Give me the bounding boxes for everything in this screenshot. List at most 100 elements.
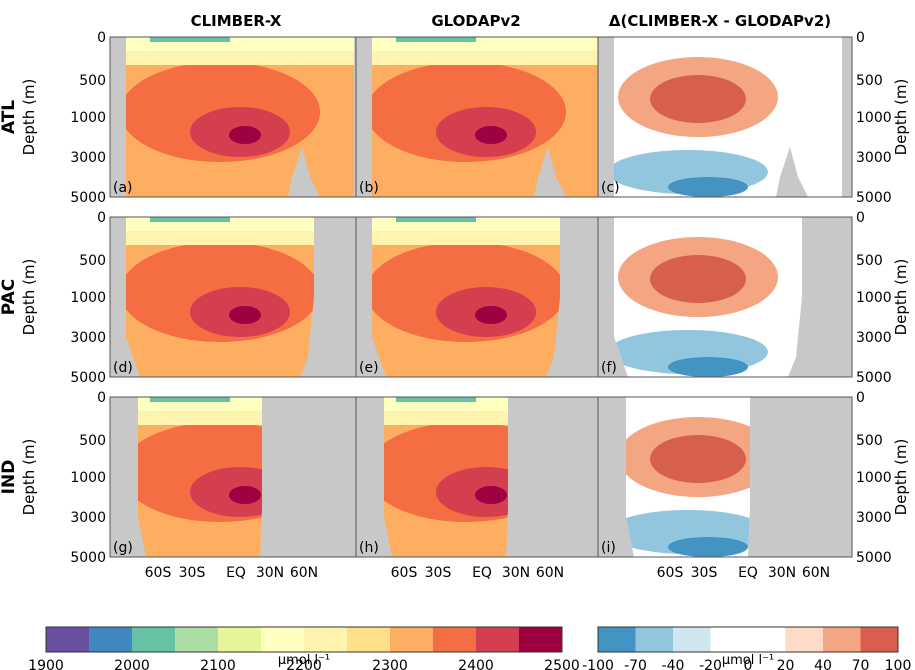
panel-label: (a) xyxy=(113,180,133,196)
colorbar-main-swatch xyxy=(476,627,519,652)
colorbar-difference-swatch xyxy=(785,627,823,652)
y-tick-left: 0 xyxy=(97,30,106,46)
y-tick-right: 500 xyxy=(856,253,883,269)
surface-minimum xyxy=(396,397,476,402)
panel-9: (i) xyxy=(597,396,853,558)
colorbar-main-swatch xyxy=(218,627,261,652)
positive-core xyxy=(650,255,746,303)
x-tick: 30N xyxy=(256,565,284,581)
column-title-climber: CLIMBER-X xyxy=(191,12,282,30)
colorbar-main-tick: 2000 xyxy=(114,658,150,670)
y-tick-right: 3000 xyxy=(856,150,892,166)
y-tick-right: 500 xyxy=(856,73,883,89)
y-tick-right: 3000 xyxy=(856,330,892,346)
y-tick-left: 3000 xyxy=(70,150,106,166)
surface-minimum xyxy=(150,217,230,222)
x-tick: 30N xyxy=(502,565,530,581)
colorbar-difference-tick: -20 xyxy=(699,658,722,670)
colorbar-main-tick: 2400 xyxy=(458,658,494,670)
colorbar-main-swatch xyxy=(304,627,347,652)
y-tick-right: 5000 xyxy=(856,550,892,566)
y-axis-label-left: Depth (m) xyxy=(20,259,38,336)
y-tick-left: 500 xyxy=(79,433,106,449)
panel-5: (e) xyxy=(355,216,611,378)
positive-core xyxy=(650,75,746,123)
y-axis-label-right: Depth (m) xyxy=(892,439,910,516)
x-tick: 30S xyxy=(179,565,206,581)
x-tick: EQ xyxy=(472,565,492,581)
colorbar-main-swatch xyxy=(175,627,218,652)
row-label: PAC xyxy=(0,279,19,316)
x-tick: 30N xyxy=(768,565,796,581)
panel-label: (e) xyxy=(359,360,379,376)
colorbar-difference-swatch xyxy=(598,627,636,652)
panel-grid: (a)(b)(c)(d)(e)(f)(g)(h)(i) xyxy=(109,36,853,558)
colorbar-main-tick: 2200 xyxy=(286,658,322,670)
colorbar-difference-tick: 0 xyxy=(744,658,753,670)
negative-core xyxy=(668,177,748,197)
colorbar-main-swatch xyxy=(89,627,132,652)
y-tick-right: 1000 xyxy=(856,470,892,486)
panel-label: (i) xyxy=(601,540,616,556)
colorbar-main-unit: μmol l⁻¹ xyxy=(278,653,330,668)
colorbar-difference-swatch xyxy=(635,627,673,652)
colorbar-difference-tick: 20 xyxy=(777,658,795,670)
y-axis-label-right: Depth (m) xyxy=(892,259,910,336)
x-tick: 60N xyxy=(536,565,564,581)
panel-8: (h) xyxy=(355,396,611,558)
panel-label: (c) xyxy=(601,180,620,196)
y-tick-left: 3000 xyxy=(70,510,106,526)
colorbar-difference-tick: 70 xyxy=(852,658,870,670)
x-tick: 60N xyxy=(290,565,318,581)
colorbar-main-swatch xyxy=(519,627,562,652)
colorbar-main-swatch xyxy=(261,627,304,652)
y-axis-label-left: Depth (m) xyxy=(20,79,38,156)
y-tick-right: 500 xyxy=(856,433,883,449)
colorbar-difference-swatch xyxy=(710,627,748,652)
y-tick-left: 1000 xyxy=(70,470,106,486)
colorbar-main-swatch xyxy=(132,627,175,652)
panel-1: (a) xyxy=(109,36,365,198)
panel-2: (b) xyxy=(355,36,611,198)
colorbar-difference-swatch xyxy=(748,627,786,652)
x-tick: 30S xyxy=(425,565,452,581)
max-core xyxy=(475,306,507,324)
x-tick: EQ xyxy=(738,565,758,581)
panel-label: (d) xyxy=(113,360,133,376)
panel-label: (g) xyxy=(113,540,133,556)
column-title-glodap: GLODAPv2 xyxy=(431,12,520,30)
colorbar-main-swatch xyxy=(433,627,476,652)
colorbar-difference-swatch xyxy=(823,627,861,652)
panel-7: (g) xyxy=(109,396,365,558)
y-tick-left: 5000 xyxy=(70,370,106,386)
y-tick-left: 500 xyxy=(79,253,106,269)
colorbar-difference-tick: 40 xyxy=(814,658,832,670)
x-tick: 30S xyxy=(691,565,718,581)
y-tick-right: 0 xyxy=(856,210,865,226)
y-tick-left: 5000 xyxy=(70,550,106,566)
surface-minimum xyxy=(396,217,476,222)
x-tick: 60S xyxy=(391,565,418,581)
y-tick-right: 5000 xyxy=(856,190,892,206)
y-tick-left: 1000 xyxy=(70,110,106,126)
negative-core xyxy=(668,537,748,557)
surface-layer xyxy=(372,37,600,51)
y-tick-right: 1000 xyxy=(856,290,892,306)
panel-label: (b) xyxy=(359,180,379,196)
colorbar-difference-tick: -40 xyxy=(662,658,685,670)
colorbar-main-swatch xyxy=(347,627,390,652)
y-tick-left: 500 xyxy=(79,73,106,89)
positive-core xyxy=(650,435,746,483)
y-tick-right: 5000 xyxy=(856,370,892,386)
panel-label: (h) xyxy=(359,540,379,556)
surface-minimum xyxy=(396,37,476,42)
colorbar-main-swatch xyxy=(46,627,89,652)
panel-3: (c) xyxy=(597,36,853,198)
colorbar-difference-frame xyxy=(597,626,899,653)
colorbar-main-swatch xyxy=(390,627,433,652)
colorbar-main-frame xyxy=(45,626,563,653)
y-tick-left: 0 xyxy=(97,210,106,226)
